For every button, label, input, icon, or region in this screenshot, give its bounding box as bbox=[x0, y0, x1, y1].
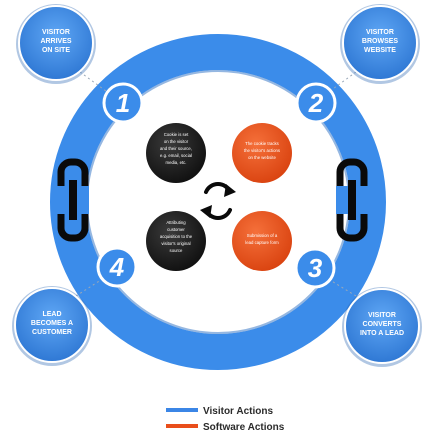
step-badge-3: 3 bbox=[294, 247, 336, 289]
action-text: visitor's original bbox=[161, 241, 190, 246]
step-label-line: BROWSES bbox=[362, 38, 399, 45]
chain-link-icon bbox=[57, 158, 89, 242]
step-3-circle: VISITOR CONVERTS INTO A LEAD bbox=[342, 287, 422, 367]
action-text: media, etc. bbox=[165, 160, 186, 165]
refresh-cycle-icon bbox=[200, 182, 236, 220]
action-text: e.g. email, social bbox=[160, 153, 192, 158]
step-number: 1 bbox=[116, 88, 130, 118]
step-label-line: VISITOR bbox=[366, 29, 394, 36]
step-1-circle: VISITOR ARRIVES ON SITE bbox=[16, 4, 96, 84]
action-text: lead capture form bbox=[245, 240, 279, 245]
legend-label: Visitor Actions bbox=[203, 406, 273, 417]
action-text: Cookie is set bbox=[164, 132, 189, 137]
step-badge-2: 2 bbox=[295, 82, 337, 124]
action-text: on the visitor bbox=[164, 139, 189, 144]
action-text: source bbox=[170, 248, 184, 253]
legend-label: Software Actions bbox=[203, 422, 285, 433]
visitor-action-cookie: Cookie is set on the visitor and their s… bbox=[143, 120, 209, 186]
step-badge-1: 1 bbox=[102, 82, 144, 124]
step-label-line: VISITOR bbox=[42, 29, 70, 36]
visitor-action-attribution: Attributing customer acquisition to the … bbox=[143, 208, 209, 274]
step-number: 4 bbox=[109, 252, 125, 282]
step-4-circle: LEAD BECOMES A CUSTOMER bbox=[12, 286, 92, 366]
step-label-line: CONVERTS bbox=[363, 321, 402, 328]
step-label-line: ARRIVES bbox=[40, 38, 71, 45]
step-label-line: INTO A LEAD bbox=[360, 330, 404, 337]
legend-item-visitor: Visitor Actions bbox=[166, 406, 273, 417]
legend-item-software: Software Actions bbox=[166, 422, 285, 433]
step-2-circle: VISITOR BROWSES WEBSITE bbox=[340, 4, 420, 84]
step-label-line: WEBSITE bbox=[364, 47, 396, 54]
software-action-form: Submission of a lead capture form bbox=[229, 208, 295, 274]
action-text: Submission of a bbox=[247, 233, 278, 238]
chain-link-icon bbox=[336, 158, 368, 242]
action-text: the visitor's actions bbox=[244, 148, 280, 153]
step-label-line: BECOMES A bbox=[31, 320, 73, 327]
step-label-line: ON SITE bbox=[42, 47, 70, 54]
step-number: 2 bbox=[308, 88, 324, 118]
action-text: on the website bbox=[248, 155, 276, 160]
step-label-line: CUSTOMER bbox=[32, 329, 72, 336]
legend: Visitor Actions Software Actions bbox=[166, 406, 285, 433]
step-label-line: VISITOR bbox=[368, 312, 396, 319]
software-action-tracking: The cookie tracks the visitor's actions … bbox=[229, 120, 295, 186]
action-text: and their source, bbox=[160, 146, 192, 151]
action-text: The cookie tracks bbox=[245, 141, 279, 146]
step-label-line: LEAD bbox=[42, 311, 61, 318]
action-text: Attributing bbox=[166, 220, 186, 225]
step-badge-4: 4 bbox=[96, 246, 138, 288]
action-text: customer bbox=[167, 227, 185, 232]
step-number: 3 bbox=[308, 253, 323, 283]
action-text: acquisition to the bbox=[160, 234, 193, 239]
